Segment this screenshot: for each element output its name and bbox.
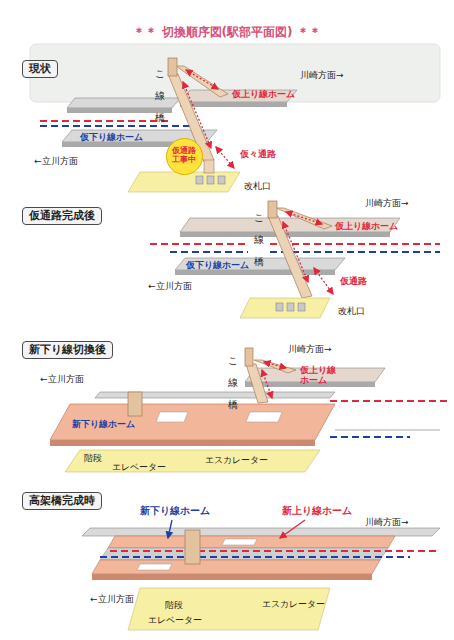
platform-label: 新下り線ホーム — [72, 419, 135, 429]
direction-label: ←立川方面 — [34, 156, 78, 166]
heading-text: 仮通路完成後 — [29, 209, 95, 223]
step-heading: 新下り線切換後 — [22, 341, 113, 359]
bridge-label: こ線橋 — [228, 350, 238, 416]
badge-text: 仮通路 工事中 — [171, 147, 197, 164]
passage-label: 仮々通路 — [240, 150, 276, 160]
heading-text: 新下り線切換後 — [29, 343, 106, 357]
direction-label: 川崎方面→ — [288, 344, 332, 354]
platform-label: 新上り線ホーム — [282, 506, 352, 517]
gate-label: 改札口 — [338, 306, 365, 316]
facility-label: エスカレーター — [262, 600, 325, 610]
heading-text: 現状 — [29, 62, 51, 76]
platform-label: 仮上り線 ホーム — [300, 365, 340, 386]
construction-badge: 仮通路 工事中 — [166, 138, 203, 175]
platform-label: 新下り線ホーム — [140, 506, 210, 517]
platform-label: 仮上り線ホーム — [232, 89, 295, 99]
passage-label: 仮通路 — [340, 276, 367, 286]
bridge-label: こ線橋 — [254, 207, 264, 273]
direction-label: 川崎方面→ — [300, 70, 344, 80]
direction-label: 川崎方面→ — [365, 517, 409, 527]
platform-label: 仮上り線ホーム — [335, 221, 398, 231]
bridge-label: こ線橋 — [155, 63, 165, 129]
heading-text: 高架橋完成時 — [29, 494, 95, 508]
title-text: ＊＊ 切換順序図(駅部平面図) ＊＊ — [133, 24, 320, 41]
direction-label: ←立川方面 — [90, 594, 134, 604]
platform-label: 仮下り線ホーム — [186, 260, 249, 270]
gate-label: 改札口 — [244, 181, 271, 191]
platform-label: 仮下り線ホーム — [80, 132, 143, 142]
direction-label: ←立川方面 — [40, 374, 84, 384]
direction-label: 川崎方面→ — [365, 198, 409, 208]
facility-label: 階段 — [84, 454, 102, 464]
facility-label: エレベーター — [112, 463, 166, 473]
step-heading: 仮通路完成後 — [22, 207, 102, 225]
facility-label: 階段 — [165, 601, 183, 611]
facility-label: エスカレーター — [205, 456, 268, 466]
direction-label: ←立川方面 — [148, 281, 192, 291]
step-heading: 高架橋完成時 — [22, 492, 102, 510]
step-heading: 現状 — [22, 60, 58, 78]
facility-label: エレベーター — [148, 616, 202, 626]
